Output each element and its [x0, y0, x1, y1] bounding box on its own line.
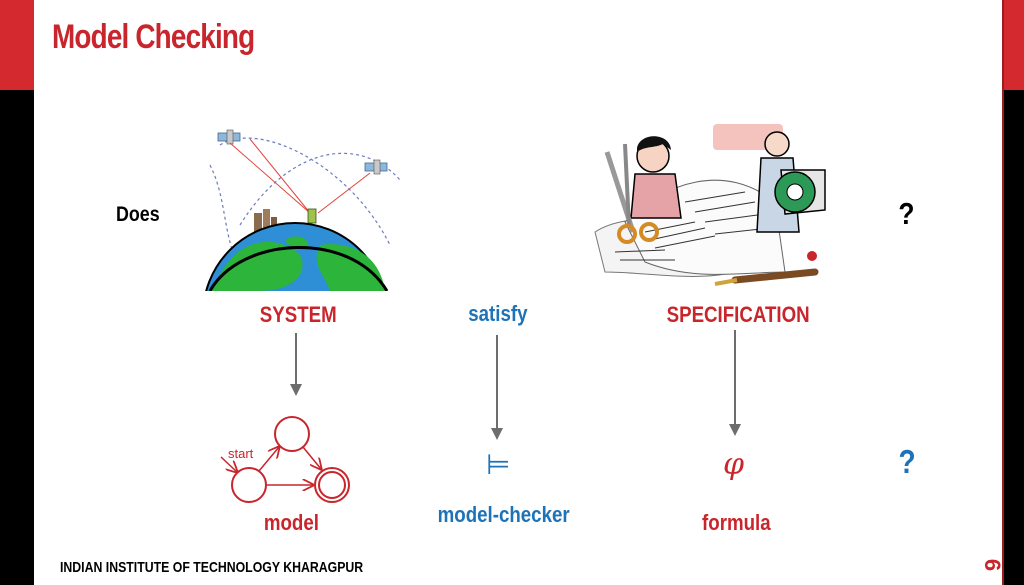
page-number: 6 — [979, 558, 1005, 572]
start-label: start — [228, 446, 254, 461]
entails-symbol: ⊨ — [486, 448, 511, 481]
model-checker-label: model-checker — [437, 502, 570, 527]
satellite-icon — [364, 159, 388, 175]
left-side-bar — [0, 90, 34, 585]
institution-footer: INDIAN INSTITUTE OF TECHNOLOGY KHARAGPUR — [60, 559, 364, 576]
left-accent-bar — [0, 0, 34, 90]
system-label: SYSTEM — [259, 302, 337, 327]
satisfy-to-entails-arrow — [491, 335, 503, 440]
question-mark-top: ? — [898, 196, 915, 231]
earth-satellites-illustration — [205, 129, 401, 291]
phi-formula-symbol: φ — [723, 447, 745, 482]
question-mark-bottom: ? — [898, 443, 916, 480]
model-label: model — [263, 510, 319, 535]
right-accent-bar — [1004, 0, 1024, 90]
right-side-bar — [1004, 90, 1024, 585]
specification-illustration — [594, 124, 826, 286]
state-machine-model — [220, 416, 350, 503]
right-divider-line — [1002, 0, 1004, 585]
formula-label: formula — [702, 510, 771, 535]
specification-to-formula-arrow — [729, 330, 741, 436]
satisfy-label: satisfy — [468, 301, 528, 326]
system-to-model-arrow — [290, 333, 302, 396]
satellite-icon — [217, 129, 241, 145]
slide-title: Model Checking — [52, 18, 255, 56]
does-label: Does — [116, 203, 160, 226]
state-initial — [231, 467, 267, 503]
state-top — [274, 416, 310, 452]
specification-label: SPECIFICATION — [666, 302, 810, 327]
state-accepting — [314, 467, 350, 503]
